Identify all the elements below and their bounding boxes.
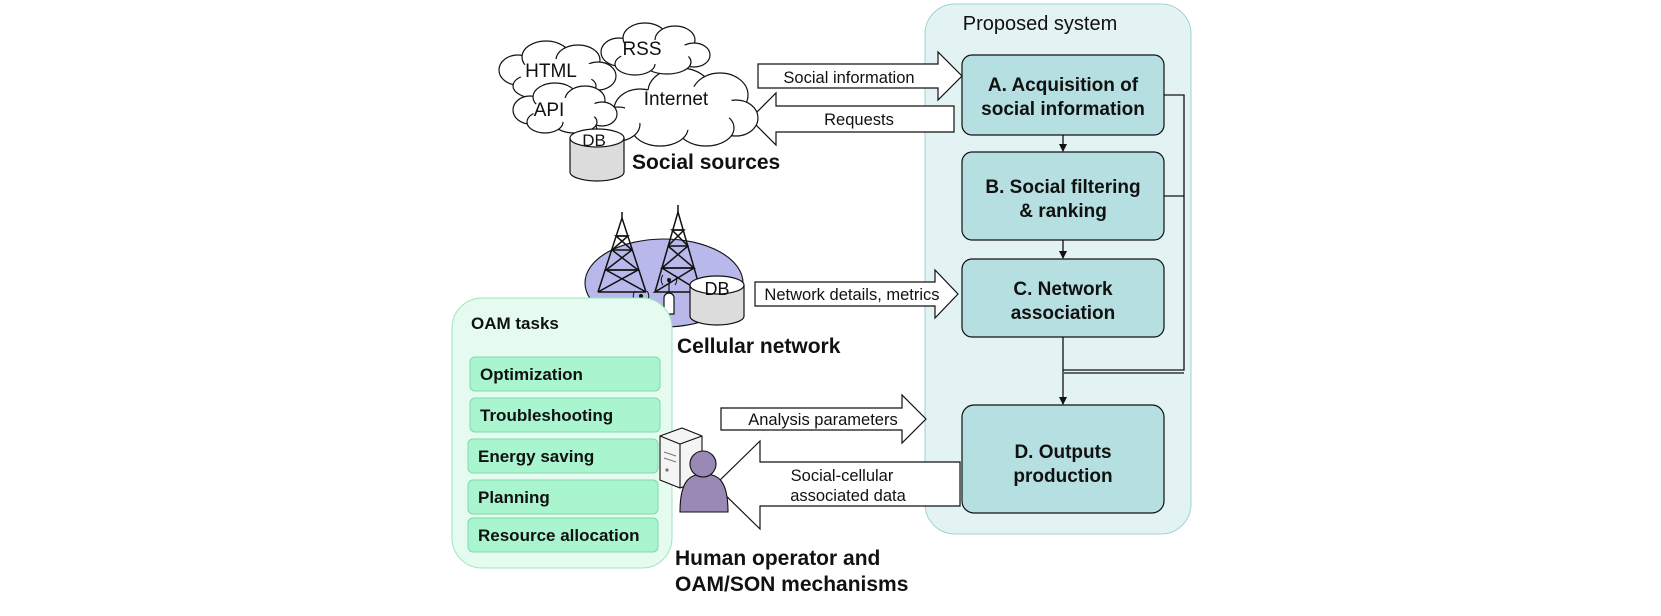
block-d-line1: D. Outputs	[1014, 442, 1111, 463]
cloud-api-label: API	[534, 100, 565, 121]
block-a-line2: social information	[981, 99, 1145, 120]
block-c-line1: C. Network	[1013, 279, 1113, 300]
oam-task-box	[469, 356, 661, 392]
oam-task-item: Energy saving	[467, 438, 659, 474]
block-c-network-association: C. Network association	[961, 258, 1165, 338]
oam-task-label: Resource allocation	[478, 526, 640, 545]
cloud-rss-label: RSS	[622, 39, 661, 60]
block-c-line2: association	[1011, 303, 1116, 324]
person-icon	[679, 450, 729, 513]
block-a-acquisition: A. Acquisition of social information	[961, 54, 1165, 136]
oam-task-item: Troubleshooting	[469, 397, 661, 433]
oam-task-box	[467, 438, 659, 474]
social-db-label: DB	[582, 131, 606, 150]
block-b-line2: & ranking	[1019, 201, 1107, 222]
operator-label-line2: OAM/SON mechanisms	[675, 573, 908, 596]
oam-task-box	[469, 397, 661, 433]
arrow-associated-data-line2: associated data	[790, 487, 906, 505]
oam-task-box	[467, 517, 659, 553]
network-db-label: DB	[704, 279, 729, 299]
arrow-analysis-parameters: Analysis parameters	[720, 393, 927, 445]
tower-icon	[652, 205, 704, 293]
arrow-associated-data-line1: Social-cellular	[791, 467, 894, 485]
oam-task-label: Troubleshooting	[480, 406, 613, 425]
social-db-icon: DB	[569, 128, 625, 182]
arrow-associated-data: Social-cellular associated data	[714, 439, 961, 531]
network-db-icon: DB	[689, 275, 745, 326]
arrow-network-details-label: Network details, metrics	[764, 286, 939, 304]
oam-task-label: Energy saving	[478, 447, 594, 466]
cellular-network-label: Cellular network	[677, 335, 841, 358]
cloud-internet-label: Internet	[644, 89, 709, 110]
arrow-requests: Requests	[749, 91, 955, 147]
oam-tasks-title: OAM tasks	[471, 314, 559, 333]
arrow-analysis-parameters-label: Analysis parameters	[748, 411, 897, 429]
block-b-filtering: B. Social filtering & ranking	[961, 151, 1165, 241]
arrow-social-information-label: Social information	[783, 69, 914, 87]
block-d-outputs: D. Outputs production	[961, 404, 1165, 514]
arrow-network-details: Network details, metrics	[754, 268, 959, 320]
tower-icon	[597, 212, 647, 293]
operator-label-line1: Human operator and	[675, 547, 880, 570]
oam-task-label: Optimization	[480, 365, 583, 384]
oam-task-item: Resource allocation	[467, 517, 659, 553]
internal-connectors	[1059, 94, 1185, 405]
small-antenna-icon	[660, 274, 678, 315]
proposed-system-title: Proposed system	[963, 13, 1118, 35]
social-sources-label: Social sources	[632, 151, 780, 174]
oam-task-item: Planning	[467, 479, 659, 515]
oam-task-label: Planning	[478, 488, 550, 507]
arrow-social-information: Social information	[757, 50, 963, 102]
oam-task-box	[467, 479, 659, 515]
oam-task-item: Optimization	[469, 356, 661, 392]
arrow-requests-label: Requests	[824, 111, 894, 129]
block-b-line1: B. Social filtering	[985, 177, 1140, 198]
cloud-html-label: HTML	[525, 61, 577, 82]
block-d-line2: production	[1013, 466, 1112, 487]
block-a-line1: A. Acquisition of	[988, 75, 1139, 96]
